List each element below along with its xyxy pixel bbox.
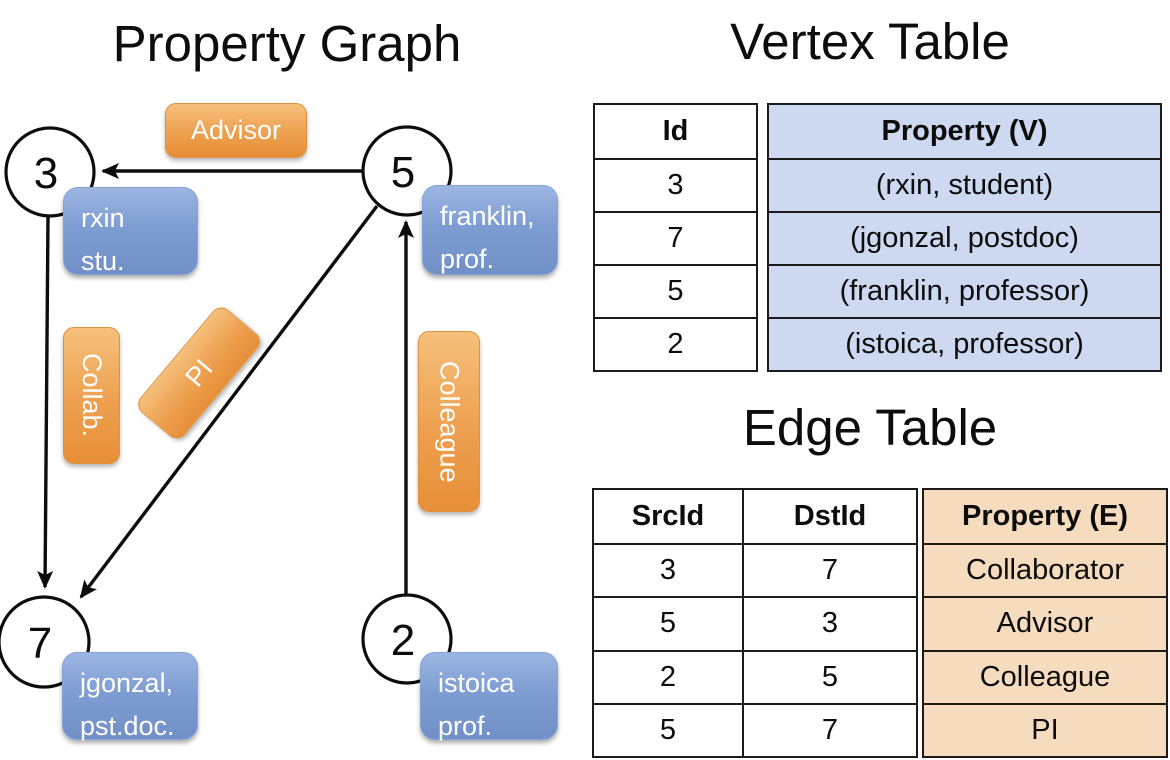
vertex-property-line: istoica bbox=[438, 668, 515, 698]
edge-table-header-property: Property (E) bbox=[962, 500, 1128, 533]
table-cell: (franklin, professor) bbox=[769, 264, 1160, 317]
edge-table-title: Edge Table bbox=[742, 399, 998, 456]
table-cell: 5 bbox=[742, 649, 916, 703]
table-cell: 5 bbox=[594, 596, 742, 649]
vertex-id-2: 2 bbox=[391, 616, 415, 665]
table-cell: 7 bbox=[742, 543, 916, 597]
vertex-property-line: franklin, bbox=[440, 201, 535, 231]
vertex-property-line: jgonzal, bbox=[80, 668, 174, 698]
edge-label-collab: Collab. bbox=[63, 327, 120, 464]
vertex-property-line: prof. bbox=[438, 711, 493, 741]
table-cell: 7 bbox=[595, 211, 756, 264]
edge-table-id-columns: SrcId DstId 3 7 5 3 2 5 5 7 bbox=[592, 488, 918, 758]
table-cell: (rxin, student) bbox=[769, 158, 1160, 211]
table-cell: (istoica, professor) bbox=[769, 317, 1160, 370]
table-cell: 3 bbox=[742, 596, 916, 650]
vertex-table-header-property: Property (V) bbox=[881, 115, 1048, 147]
table-cell: Advisor bbox=[924, 596, 1166, 649]
vertex-table-title: Vertex Table bbox=[730, 13, 1010, 70]
table-cell: Colleague bbox=[924, 649, 1166, 703]
edge-label-colleague: Colleague bbox=[418, 331, 480, 512]
table-cell: Collaborator bbox=[924, 543, 1166, 596]
vertex-id-3: 3 bbox=[34, 149, 58, 198]
vertex-id-7: 7 bbox=[28, 619, 52, 668]
vertex-property-line: stu. bbox=[81, 246, 125, 276]
edge-3-to-7 bbox=[37, 216, 54, 589]
table-cell: 2 bbox=[595, 317, 756, 370]
edge-table-header-srcid: SrcId bbox=[631, 500, 705, 533]
vertex-property-line: pst.doc. bbox=[80, 711, 175, 741]
table-cell: 3 bbox=[594, 543, 742, 596]
table-cell: 2 bbox=[594, 649, 742, 703]
vertex-property-box-7: jgonzal, pst.doc. bbox=[62, 652, 198, 741]
vertex-property-line: prof. bbox=[440, 244, 495, 274]
table-cell: 7 bbox=[742, 702, 916, 756]
vertex-property-box-3: rxin stu. bbox=[63, 187, 198, 276]
table-cell: 5 bbox=[594, 702, 742, 756]
edge-label-advisor: Advisor bbox=[165, 103, 307, 158]
table-cell: PI bbox=[924, 702, 1166, 756]
table-cell: 5 bbox=[595, 264, 756, 317]
vertex-table-header-id: Id bbox=[662, 115, 689, 147]
vertex-id-5: 5 bbox=[391, 148, 415, 197]
edge-5-to-7 bbox=[79, 204, 379, 599]
vertex-property-box-5: franklin, prof. bbox=[422, 185, 558, 275]
vertex-table-property-column: Property (V) (rxin, student) (jgonzal, p… bbox=[767, 103, 1162, 372]
table-cell: 3 bbox=[595, 158, 756, 211]
property-graph-title: Property Graph bbox=[112, 15, 462, 72]
property-graph-canvas: 3 5 7 2 bbox=[0, 125, 453, 689]
edge-table-header-dstid: DstId bbox=[742, 490, 916, 544]
vertex-table-id-column: Id 3 7 5 2 bbox=[593, 103, 758, 372]
edge-table-property-column: Property (E) Collaborator Advisor Collea… bbox=[922, 488, 1168, 758]
vertex-property-line: rxin bbox=[81, 203, 125, 233]
vertex-property-box-2: istoica prof. bbox=[420, 652, 558, 741]
table-cell: (jgonzal, postdoc) bbox=[769, 211, 1160, 264]
